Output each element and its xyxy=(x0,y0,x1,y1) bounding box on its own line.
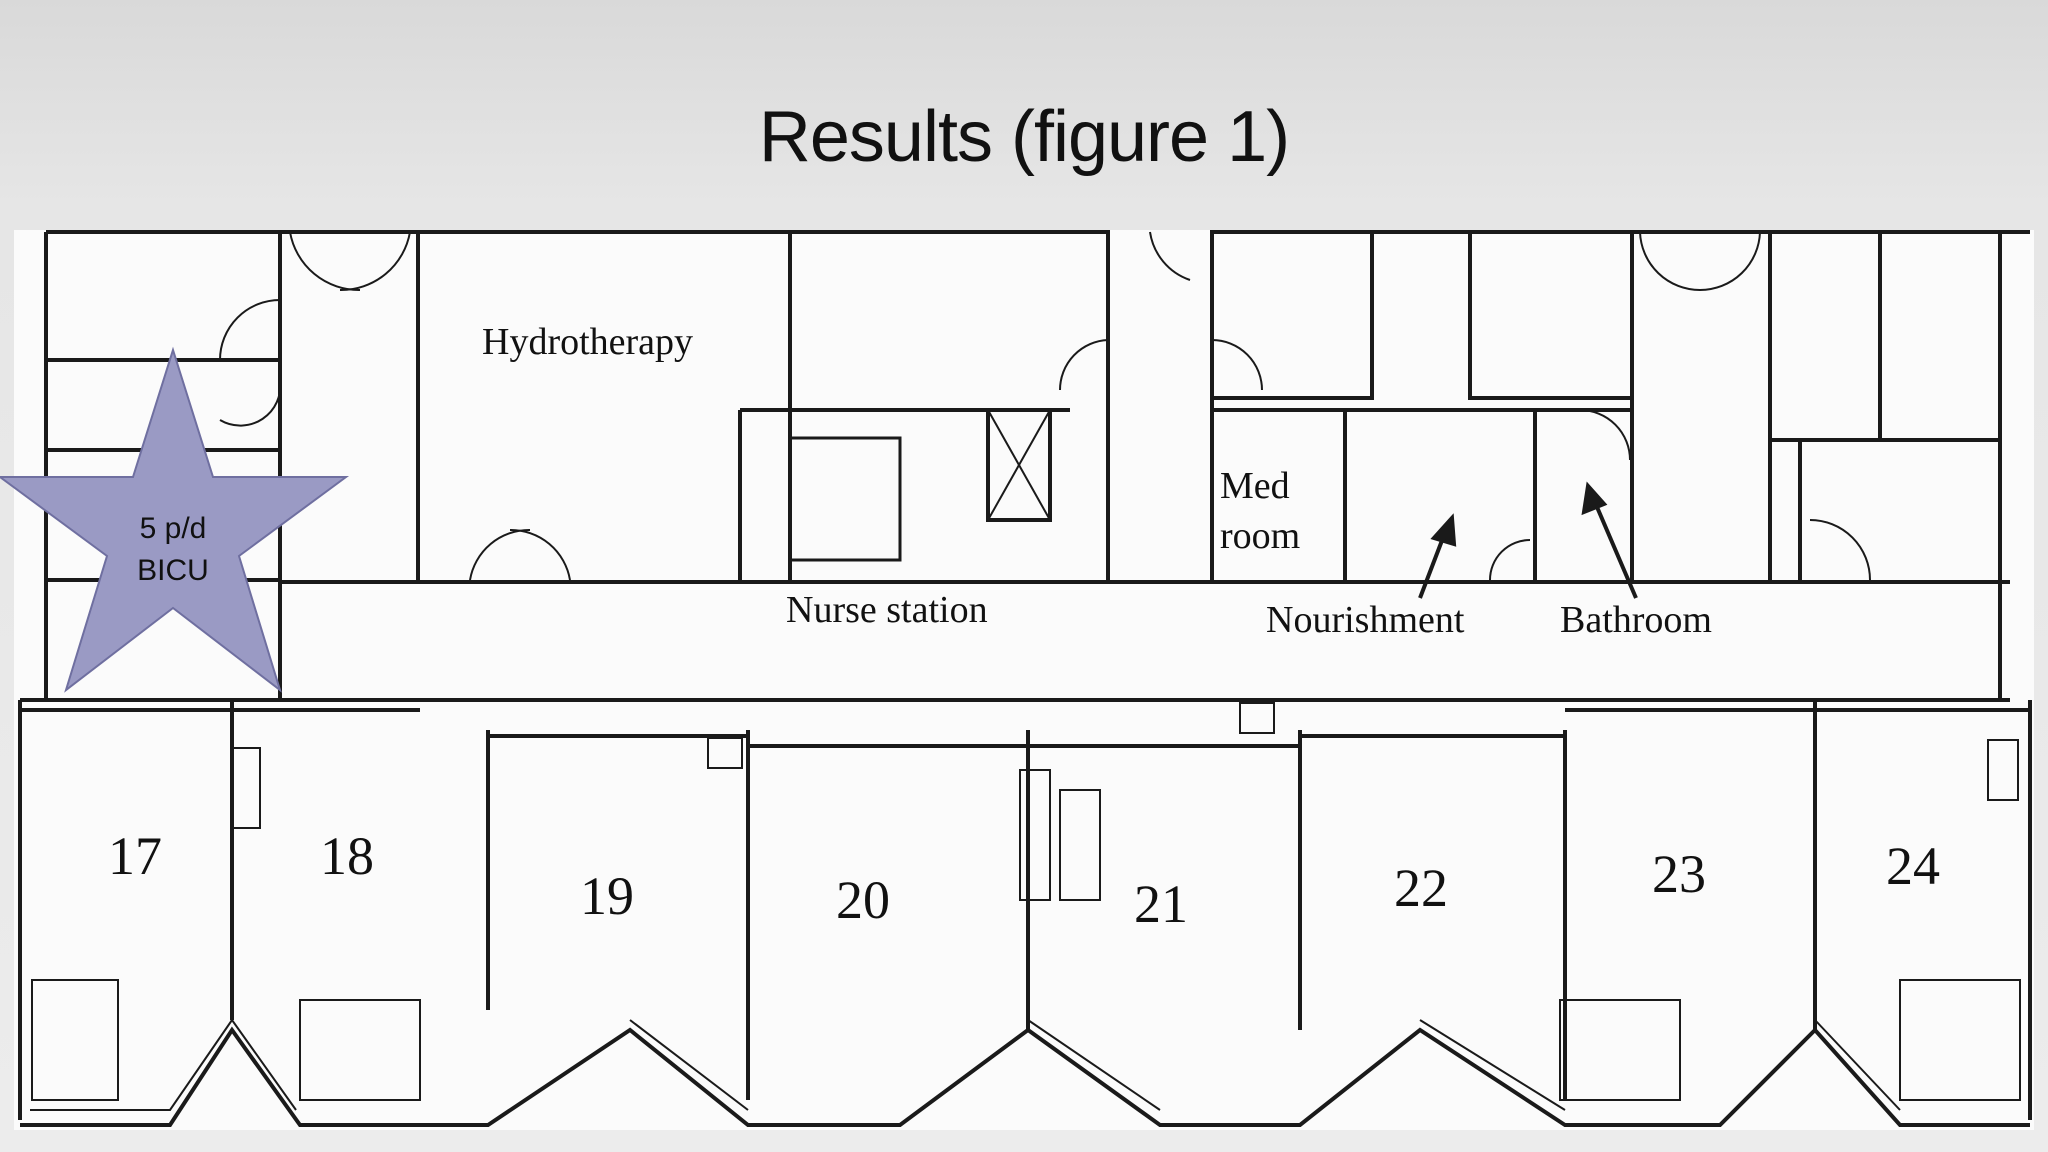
floor-plan: Hydrotherapy Med room Nurse station Nour… xyxy=(0,230,2034,1130)
room-number: 22 xyxy=(1394,858,1448,918)
floor-base xyxy=(14,230,2034,1130)
door-swings xyxy=(219,231,1871,581)
med-room-label-line1: Med xyxy=(1220,465,1290,507)
walls xyxy=(18,230,2032,1127)
med-room-label-line2: room xyxy=(1220,515,1300,557)
room-number: 21 xyxy=(1134,874,1188,934)
slide-title: Results (figure 1) xyxy=(758,97,1290,177)
bathroom-label: Bathroom xyxy=(1560,599,1712,641)
bicu-star xyxy=(0,346,350,693)
room-number: 17 xyxy=(108,826,162,886)
nurse-station-label: Nurse station xyxy=(786,589,988,631)
arrows xyxy=(1418,481,1638,599)
star-label-line1: 5 p/d xyxy=(140,512,207,545)
fixtures xyxy=(231,702,2019,901)
room-numbers: 17 18 19 20 21 22 23 24 xyxy=(108,826,1940,934)
room-number: 18 xyxy=(320,826,374,886)
room-number: 24 xyxy=(1886,836,1940,896)
nourishment-label: Nourishment xyxy=(1266,599,1465,641)
room-number: 19 xyxy=(580,866,634,926)
room-number: 23 xyxy=(1652,844,1706,904)
hydrotherapy-label: Hydrotherapy xyxy=(482,321,693,363)
room-number: 20 xyxy=(836,870,890,930)
star-label-line2: BICU xyxy=(137,554,209,587)
